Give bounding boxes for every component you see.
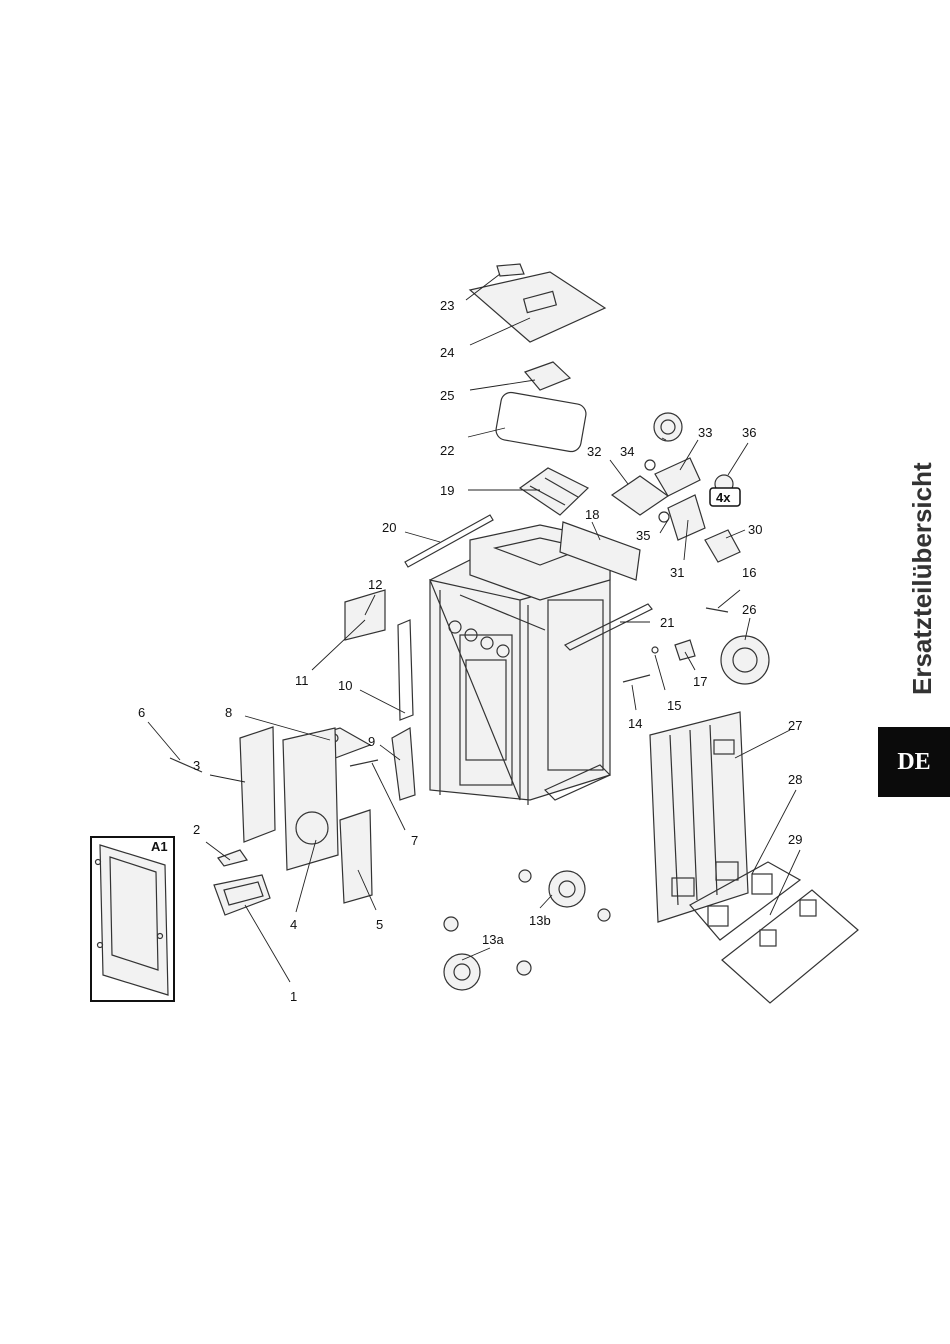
callout-14: 14 xyxy=(628,716,642,731)
part-17-sensor xyxy=(675,640,695,660)
part-23-clip xyxy=(497,264,524,276)
callout-23: 23 xyxy=(440,298,454,313)
language-badge: DE xyxy=(878,727,950,797)
part-4-panel xyxy=(283,728,338,870)
back-panel xyxy=(650,712,858,1003)
callout-17: 17 xyxy=(693,674,707,689)
stove-body xyxy=(430,525,610,805)
callout-16: 16 xyxy=(742,565,756,580)
callout-24: 24 xyxy=(440,345,454,360)
part-25-lid xyxy=(525,362,570,390)
part-7-pin xyxy=(350,760,378,766)
callout-6: 6 xyxy=(138,705,145,720)
callout-12: 12 xyxy=(368,577,382,592)
part-9-lever xyxy=(392,728,415,800)
callout-3: 3 xyxy=(193,758,200,773)
callout-22: 22 xyxy=(440,443,454,458)
part-34-cap xyxy=(654,413,682,441)
callout-7: 7 xyxy=(411,833,418,848)
callout-21: 21 xyxy=(660,615,674,630)
callout-18: 18 xyxy=(585,507,599,522)
part-13a-foot xyxy=(444,954,480,990)
callout-35: 35 xyxy=(636,528,650,543)
callout-32: 32 xyxy=(587,444,601,459)
callout-28: 28 xyxy=(788,772,802,787)
svg-text:4x: 4x xyxy=(716,490,731,505)
callout-11: 11 xyxy=(295,673,309,688)
callout-2: 2 xyxy=(193,822,200,837)
callout-4: 4 xyxy=(290,917,297,932)
part-19-grate xyxy=(520,468,588,515)
callout-20: 20 xyxy=(382,520,396,535)
callout-13b: 13b xyxy=(529,913,551,928)
callout-26: 26 xyxy=(742,602,756,617)
left-side-parts xyxy=(170,590,415,915)
callout-31: 31 xyxy=(670,565,684,580)
callout-34: 34 xyxy=(620,444,634,459)
callout-9: 9 xyxy=(368,734,375,749)
part-3-panel xyxy=(240,727,275,842)
callout-19: 19 xyxy=(440,483,454,498)
callout-13a: 13a xyxy=(482,932,504,947)
part-13b-foot xyxy=(549,871,585,907)
callout-15: 15 xyxy=(667,698,681,713)
callout-27: 27 xyxy=(788,718,802,733)
callout-30: 30 xyxy=(748,522,762,537)
part-26-fan xyxy=(721,636,769,684)
callout-25: 25 xyxy=(440,388,454,403)
quantity-badge: 4x xyxy=(710,488,740,506)
part-29-cover xyxy=(722,890,858,1003)
part-24-cover-plate xyxy=(470,272,605,342)
part-14-igniter xyxy=(623,675,650,682)
part-10-bracket xyxy=(398,620,413,720)
part-16-pin xyxy=(706,608,728,612)
callout-10: 10 xyxy=(338,678,352,693)
feet-parts xyxy=(444,870,610,990)
part-27-rear-panel xyxy=(650,712,748,922)
callout-1: 1 xyxy=(290,989,297,1004)
callout-33: 33 xyxy=(698,425,712,440)
inset-label: A1 xyxy=(151,839,168,854)
part-1-burner-pot xyxy=(214,875,270,915)
part-5-panel xyxy=(340,810,372,903)
callout-29: 29 xyxy=(788,832,802,847)
part-33-bracket xyxy=(655,458,700,496)
callout-8: 8 xyxy=(225,705,232,720)
part-2-clip xyxy=(218,850,247,866)
inset-a1: A1 xyxy=(91,837,174,1001)
part-22-gasket xyxy=(494,391,587,453)
callout-5: 5 xyxy=(376,917,383,932)
callout-36: 36 xyxy=(742,425,756,440)
